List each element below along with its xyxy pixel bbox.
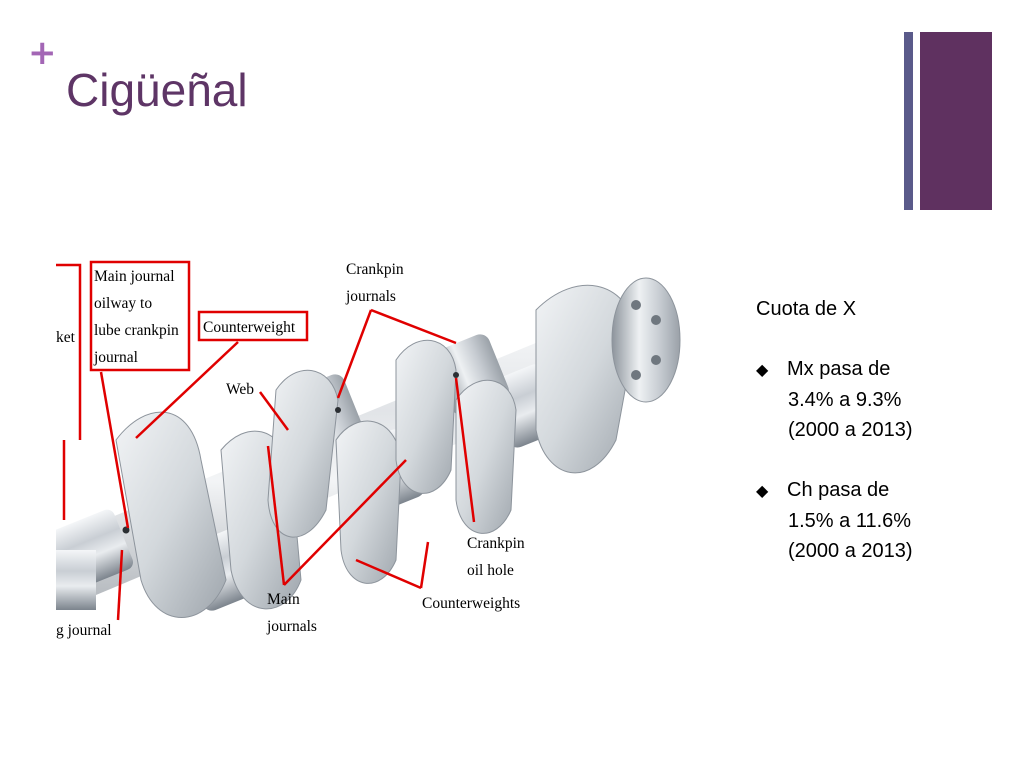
- label-main-journal-line-2: oilway to: [94, 295, 152, 312]
- label-main-journals-line-2: journals: [266, 618, 317, 635]
- label-socket-fragment: ket: [56, 329, 76, 346]
- bullet-item-mx: ◆ Mx pasa de 3.4% a 9.3% (2000 a 2013): [756, 354, 996, 445]
- label-main-journal-line-1: Main journal: [94, 268, 175, 285]
- accent-bar-thin: [904, 32, 913, 210]
- plus-icon: +: [28, 36, 57, 70]
- bullet-mx-line-1: Mx pasa de: [787, 354, 890, 384]
- label-main-journal-line-4: journal: [93, 349, 138, 366]
- label-counterweight: Counterweight: [203, 319, 296, 336]
- bullet-mx-line-3: (2000 a 2013): [756, 415, 996, 445]
- label-main-journal-line-3: lube crankpin: [94, 322, 179, 339]
- bullet-item-ch: ◆ Ch pasa de 1.5% a 11.6% (2000 a 2013): [756, 475, 996, 566]
- label-crankpin-oil-hole-line-1: Crankpin: [467, 535, 525, 552]
- label-web: Web: [226, 381, 254, 398]
- label-crankpin-journals-line-1: Crankpin: [346, 261, 404, 278]
- sidebar-text: Cuota de X ◆ Mx pasa de 3.4% a 9.3% (200…: [756, 294, 996, 596]
- label-counterweights: Counterweights: [422, 595, 520, 612]
- bullet-ch-line-3: (2000 a 2013): [756, 536, 996, 566]
- bullet-ch-line-2: 1.5% a 11.6%: [756, 506, 996, 536]
- diamond-bullet-icon: ◆: [756, 476, 769, 506]
- slide-title: Cigüeñal: [66, 62, 248, 118]
- diamond-bullet-icon: ◆: [756, 355, 769, 385]
- label-main-journals-line-1: Main: [267, 591, 300, 608]
- bullet-ch-line-1: Ch pasa de: [787, 475, 889, 505]
- label-journal-fragment: g journal: [56, 622, 112, 639]
- label-crankpin-journals-line-2: journals: [345, 288, 396, 305]
- accent-bar-thick: [920, 32, 992, 210]
- sidebar-heading: Cuota de X: [756, 294, 996, 324]
- crankshaft-illustration: ket Main journal oilway to lube crankpin…: [56, 250, 686, 680]
- bullet-mx-line-2: 3.4% a 9.3%: [756, 385, 996, 415]
- label-crankpin-oil-hole-line-2: oil hole: [467, 562, 514, 579]
- crankshaft-diagram: ket Main journal oilway to lube crankpin…: [56, 250, 686, 680]
